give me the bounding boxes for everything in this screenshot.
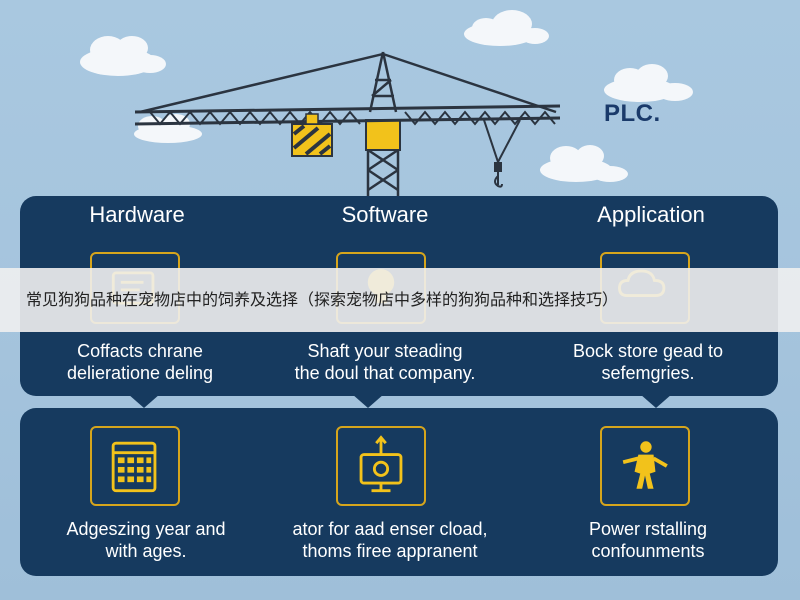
calendar-grid-icon [90,426,180,506]
cloud-icon [540,145,628,182]
cloud-icon [604,64,693,102]
column-title-software: Software [341,202,429,227]
cloud-icon [134,114,202,143]
cloud-icon [80,36,166,76]
panel-notch [128,394,160,408]
banner-title: 常见狗狗品种在宠物店中的饲养及选择（探索宠物店中多样的狗狗品种和选择技巧） [26,290,619,309]
item-caption-2: ator for aad enser cload,thoms firee app… [292,519,488,561]
brand-label: PLC. [604,100,661,127]
column-title-hardware: Hardware [89,202,185,227]
panel-notch [640,394,672,408]
cloud-icon [464,10,549,46]
column-title-application: Application [597,202,705,227]
monitor-settings-icon [336,426,426,506]
robot-figure-icon [600,426,690,506]
title-banner [0,268,800,332]
panel-notch [352,394,384,408]
